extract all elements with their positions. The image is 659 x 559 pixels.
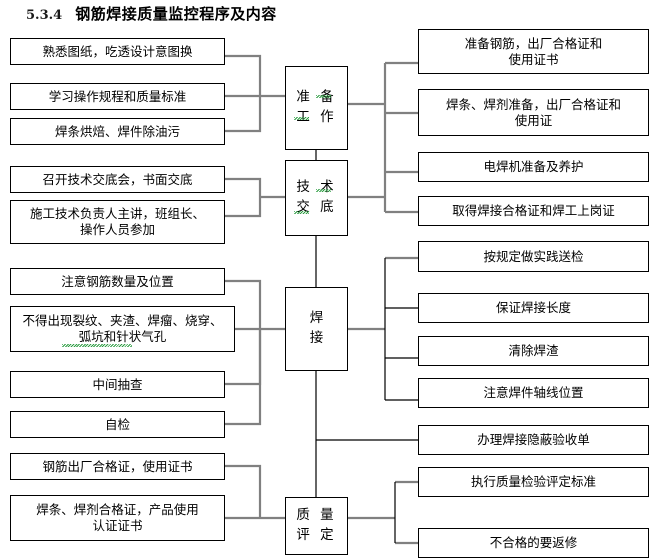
right-item-11-label: 不合格的要返修 xyxy=(489,535,578,550)
stage-welding[interactable]: 焊 接 xyxy=(285,287,348,371)
right-item-2[interactable]: 焊条、焊剂准备，出厂合格证和 使用证 xyxy=(418,89,649,136)
left-item-7-label: 不得出现裂纹、夹渣、焊瘤、烧穿、 弧坑和针状气孔 xyxy=(22,313,223,344)
stage-welding-label: 焊 接 xyxy=(309,310,324,346)
left-item-2-label: 学习操作规程和质量标准 xyxy=(48,88,187,104)
left-item-3[interactable]: 焊条烘焙、焊件除油污 xyxy=(10,118,225,145)
right-item-5[interactable]: 按规定做实践送检 xyxy=(418,241,649,272)
right-item-3-label: 电焊机准备及养护 xyxy=(483,159,584,174)
stage-quality-evaluation-label: 质 量 评 定 xyxy=(296,507,337,543)
left-item-10-label: 钢筋出厂合格证，使用证书 xyxy=(42,458,193,474)
left-item-4[interactable]: 召开技术交底会，书面交底 xyxy=(10,166,225,193)
page-title-number: 5.3.4 xyxy=(26,8,63,23)
right-item-11[interactable]: 不合格的要返修 xyxy=(418,528,649,558)
right-item-8[interactable]: 注意焊件轴线位置 xyxy=(418,378,649,408)
right-item-9[interactable]: 办理焊接隐蔽验收单 xyxy=(418,425,649,455)
stage-preparation-label: 准 备 工 作 xyxy=(296,89,337,125)
right-item-9-label: 办理焊接隐蔽验收单 xyxy=(477,432,590,447)
left-item-5-label: 施工技术负责人主讲，班组长、 操作人员参加 xyxy=(29,206,205,237)
right-item-10-label: 执行质量检验评定标准 xyxy=(470,474,596,489)
right-item-2-label: 焊条、焊剂准备，出厂合格证和 使用证 xyxy=(445,96,621,128)
right-item-4-label: 取得焊接合格证和焊工上岗证 xyxy=(452,203,615,218)
right-item-6-label: 保证焊接长度 xyxy=(495,300,571,315)
spellcheck-underline-icon xyxy=(316,95,331,98)
left-item-9-label: 自检 xyxy=(104,416,130,432)
right-item-7-label: 清除焊渣 xyxy=(508,343,559,358)
right-item-10[interactable]: 执行质量检验评定标准 xyxy=(418,467,649,497)
right-item-5-label: 按规定做实践送检 xyxy=(483,248,584,264)
spellcheck-underline-icon xyxy=(316,189,331,192)
left-item-8-label: 中间抽查 xyxy=(92,376,143,392)
spellcheck-underline-icon xyxy=(62,344,132,347)
spellcheck-underline-icon xyxy=(294,211,309,214)
left-item-9[interactable]: 自检 xyxy=(10,411,225,438)
right-item-4[interactable]: 取得焊接合格证和焊工上岗证 xyxy=(418,196,649,226)
left-item-6-label: 注意钢筋数量及位置 xyxy=(61,273,174,289)
left-item-11-label: 焊条、焊剂合格证，产品使用 认证证书 xyxy=(36,502,199,533)
left-item-1-label: 熟悉图纸，吃透设计意图换 xyxy=(42,43,193,59)
left-item-1[interactable]: 熟悉图纸，吃透设计意图换 xyxy=(10,38,225,65)
right-item-7[interactable]: 清除焊渣 xyxy=(418,336,649,366)
left-item-11[interactable]: 焊条、焊剂合格证，产品使用 认证证书 xyxy=(10,495,225,541)
left-item-10[interactable]: 钢筋出厂合格证，使用证书 xyxy=(10,453,225,480)
right-item-6[interactable]: 保证焊接长度 xyxy=(418,293,649,323)
right-item-3[interactable]: 电焊机准备及养护 xyxy=(418,152,649,182)
left-item-4-label: 召开技术交底会，书面交底 xyxy=(42,171,193,187)
left-item-6[interactable]: 注意钢筋数量及位置 xyxy=(10,268,225,295)
right-item-8-label: 注意焊件轴线位置 xyxy=(483,385,584,400)
left-item-3-label: 焊条烘焙、焊件除油污 xyxy=(54,123,180,139)
stage-preparation[interactable]: 准 备 工 作 xyxy=(285,66,348,150)
left-item-8[interactable]: 中间抽查 xyxy=(10,371,225,398)
spellcheck-underline-icon xyxy=(294,117,309,120)
page-title: 5.3.4 钢筋焊接质量监控程序及内容 xyxy=(26,3,277,24)
left-item-2[interactable]: 学习操作规程和质量标准 xyxy=(10,83,225,110)
left-item-5[interactable]: 施工技术负责人主讲，班组长、 操作人员参加 xyxy=(10,200,225,244)
right-item-1-label: 准备钢筋，出厂合格证和 使用证书 xyxy=(464,35,603,67)
right-item-1[interactable]: 准备钢筋，出厂合格证和 使用证书 xyxy=(418,29,649,74)
page-title-text: 钢筋焊接质量监控程序及内容 xyxy=(75,5,277,23)
stage-quality-evaluation[interactable]: 质 量 评 定 xyxy=(285,497,348,555)
stage-technical-briefing[interactable]: 技 术 交 底 xyxy=(285,160,348,236)
